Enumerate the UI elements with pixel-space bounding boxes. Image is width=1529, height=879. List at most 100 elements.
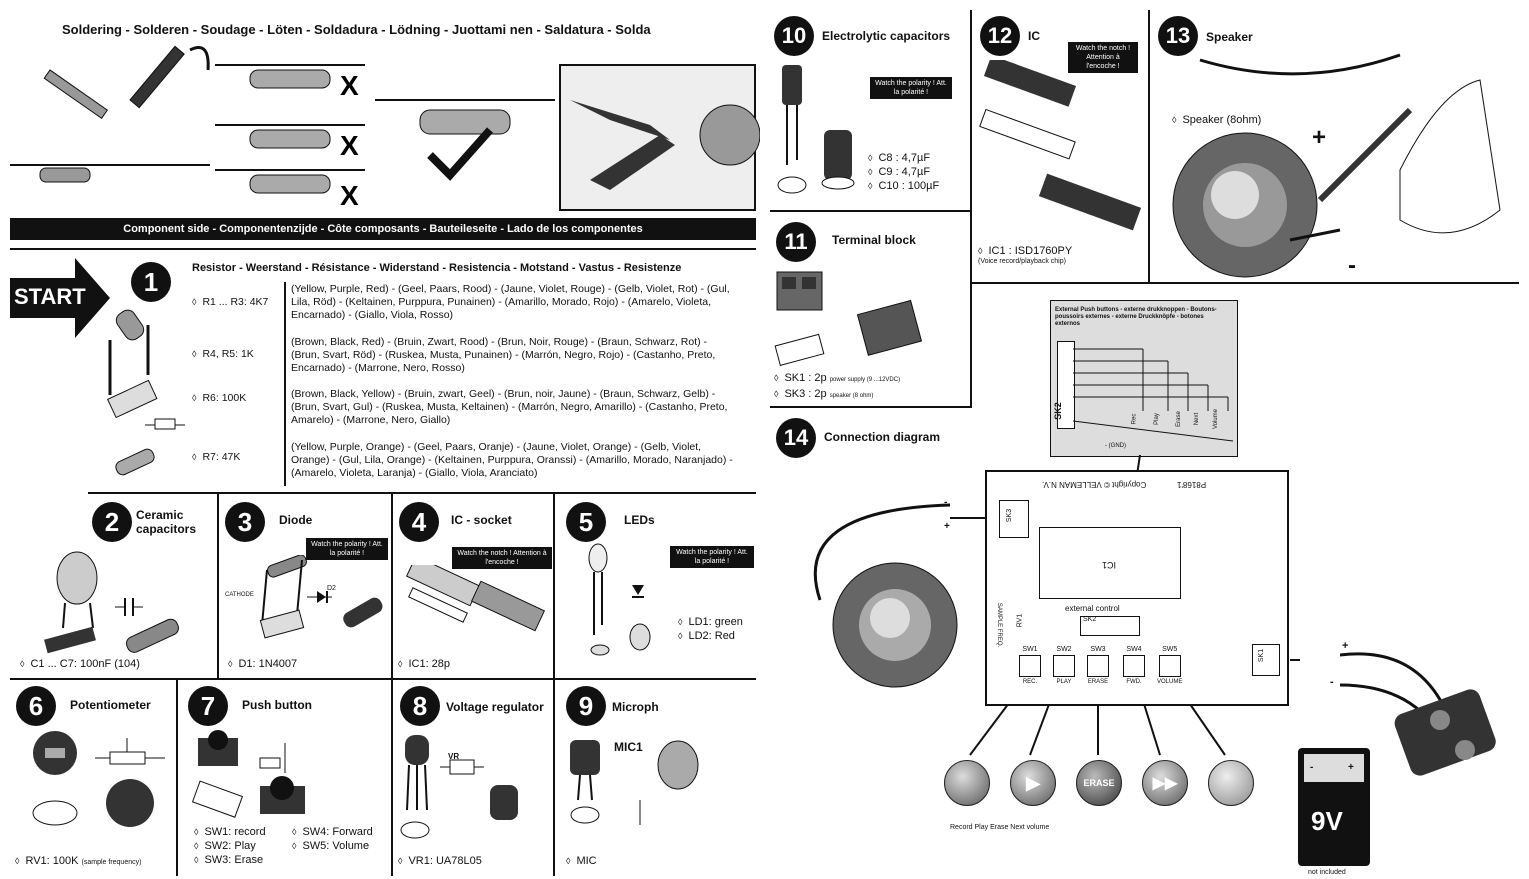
- pcb-sw1-label: SW1: [1022, 646, 1038, 653]
- svg-text:X: X: [340, 70, 359, 101]
- leds-polarity-note: Watch the polarity ! Att. la polarité !: [670, 546, 754, 568]
- led-ld1: ◊LD1: green: [678, 616, 743, 628]
- vr-symbol-label: VR: [448, 752, 460, 761]
- step-number-2: 2: [92, 502, 132, 542]
- sk1-value: ◊SK1 : 2p power supply (9 ...12VDC): [774, 372, 901, 384]
- pcb-board: Copyright © VELLEMAN N.V. P8168'1 IC1 SK…: [985, 470, 1289, 706]
- battery-clip: [1340, 652, 1496, 776]
- leds-illustration: [588, 543, 651, 656]
- pcb-sw5-label: SW5: [1162, 646, 1178, 653]
- speaker-plus-label: +: [1312, 124, 1327, 151]
- pcb-copyright: Copyright © VELLEMAN N.V.: [1042, 480, 1147, 489]
- pcb-code: P8168'1: [1177, 480, 1207, 489]
- resistor-row-4-ref: ◊R7: 47K: [192, 451, 241, 463]
- pcb-sw3-label: SW3: [1090, 646, 1106, 653]
- step-number-13: 13: [1158, 16, 1198, 56]
- resistor-row-3-ref: ◊R6: 100K: [192, 392, 247, 404]
- step-number-4: 4: [399, 502, 439, 542]
- resistor-row-2-colors: (Brown, Black, Red) - (Bruin, Zwart, Roo…: [291, 336, 716, 374]
- ceramic-capacitors-title: Ceramic capacitors: [136, 508, 197, 536]
- pcb-rv1: RV1: [1016, 613, 1024, 628]
- ceramic-capacitors-value: ◊C1 ... C7: 100nF (104): [20, 658, 140, 670]
- microphone-value: ◊MIC: [566, 855, 597, 867]
- pcb-ic1: IC1: [1102, 560, 1117, 570]
- microphone-illustration: [570, 740, 699, 825]
- sw5-label: ◊SW5: Volume: [292, 840, 370, 852]
- step-number-9: 9: [566, 686, 606, 726]
- ic-illustration: [979, 60, 1142, 231]
- start-arrow: START: [10, 258, 110, 343]
- resistor-row-4-colors: (Yellow, Purple, Orange) - (Geel, Paars,…: [291, 441, 733, 479]
- electrolytic-capacitor-illustration: [777, 65, 855, 194]
- resistor-illustration: [106, 309, 185, 476]
- led-ld2: ◊LD2: Red: [678, 630, 735, 642]
- voltage-regulator-title: Voltage regulator: [446, 700, 544, 714]
- sk3-sub: speaker (8 ohm): [829, 393, 874, 399]
- resistor-title: Resistor - Weerstand - Résistance - Wide…: [192, 262, 682, 274]
- ic-socket-notch-note: Watch the notch ! Attention à l'encoche …: [452, 547, 552, 569]
- step-number-6: 6: [16, 686, 56, 726]
- sw3-label: ◊SW3: Erase: [194, 854, 264, 866]
- resistor-row-1-colors: (Yellow, Purple, Red) - (Geel, Paars, Ro…: [291, 283, 730, 321]
- battery: - + 9V: [1298, 748, 1370, 866]
- buttons-caption: Record Play Erase Next volume: [950, 824, 1050, 831]
- step-number-7: 7: [188, 686, 228, 726]
- svg-text:X: X: [340, 180, 359, 211]
- speaker-title: Speaker: [1206, 30, 1253, 44]
- terminal-block-illustration: [774, 271, 923, 366]
- sw1-label: ◊SW1: record: [194, 826, 266, 838]
- diagram-speaker-plus: +: [944, 521, 950, 532]
- speaker-minus-label: -: [1348, 252, 1356, 279]
- pcb-sk3: SK3: [1006, 508, 1014, 523]
- pcb-sk2: SK2: [1083, 616, 1097, 623]
- step-number-3: 3: [225, 502, 265, 542]
- diode-polarity-note: Watch the polarity ! Att. la polarité !: [306, 538, 388, 560]
- battery-note: not included: [1308, 869, 1346, 876]
- pcb-sw4-label: SW4: [1126, 646, 1142, 653]
- connection-diagram-title: Connection diagram: [824, 430, 941, 444]
- ic-notch-note: Watch the notch ! Attention à l'encoche …: [1068, 42, 1138, 73]
- potentiometer-sub: (sample frequency): [81, 859, 142, 866]
- speaker-value: ◊Speaker (8ohm): [1172, 114, 1262, 126]
- leds-title: LEDs: [624, 513, 655, 527]
- speaker-illustration: [1172, 53, 1501, 278]
- diagram-speaker-minus: -: [944, 497, 948, 508]
- sk1-sub: power supply (9 ...12VDC): [829, 377, 901, 383]
- power-minus-label: -: [1330, 676, 1334, 688]
- external-buttons-box: External Push buttons - externe drukknop…: [1050, 300, 1238, 457]
- ic-sub: (Voice record/playback chip): [978, 258, 1066, 265]
- diode-value: ◊D1: 1N4007: [228, 658, 298, 670]
- start-label: START: [14, 284, 86, 309]
- voltage-regulator-illustration: [400, 735, 518, 839]
- pcb-sw1-name: REC.: [1022, 679, 1038, 685]
- pcb-sw2-label: SW2: [1056, 646, 1072, 653]
- step-number-5: 5: [566, 502, 606, 542]
- next-button-icon: ▶▶: [1142, 760, 1188, 806]
- battery-label: 9V: [1311, 806, 1343, 836]
- resistor-row-3-colors: (Brown, Black, Yellow) - (Bruin, zwart, …: [291, 388, 728, 426]
- resistor-row-2-ref: ◊R4, R5: 1K: [192, 348, 254, 360]
- ic-value: ◊IC1 : ISD1760PY: [978, 245, 1073, 257]
- terminal-block-title: Terminal block: [832, 233, 916, 247]
- step-number-12: 12: [980, 16, 1020, 56]
- diode-illustration: [259, 555, 383, 639]
- sw2-label: ◊SW2: Play: [194, 840, 256, 852]
- soldering-illustration: X X X: [10, 45, 760, 211]
- step-number-10: 10: [774, 16, 814, 56]
- play-button-icon: ▶: [1010, 760, 1056, 806]
- ceramic-capacitor-illustration: [44, 551, 179, 654]
- erase-button-icon: ERASE: [1076, 760, 1122, 806]
- sw4-label: ◊SW4: Forward: [292, 826, 373, 838]
- cathode-label: CATHODE: [225, 592, 254, 598]
- ic-socket-illustration: [405, 565, 546, 632]
- push-button-title: Push button: [242, 698, 312, 712]
- electrolytic-capacitors-title: Electrolytic capacitors: [822, 29, 951, 43]
- volume-button-icon: [1208, 760, 1254, 806]
- pcb-sw5-name: VOLUME: [1157, 679, 1183, 685]
- power-plus-label: +: [1342, 640, 1349, 652]
- pcb-sk1: SK1: [1258, 648, 1266, 663]
- c9-value: ◊C9 : 4,7µF: [868, 166, 931, 178]
